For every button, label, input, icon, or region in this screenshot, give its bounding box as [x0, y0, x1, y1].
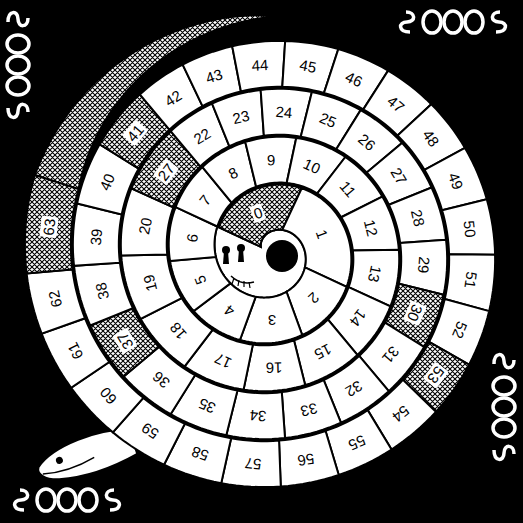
cell-number: 23	[231, 108, 251, 126]
cell-number: 45	[298, 57, 317, 75]
board-cell: 63	[22, 172, 81, 276]
cell-number: 57	[244, 456, 262, 472]
cell-number: 34	[249, 408, 267, 424]
board-cell: 56	[277, 428, 341, 489]
cell-number: 33	[299, 401, 319, 419]
cell-number: 62	[46, 289, 64, 308]
cell-number: 9	[266, 153, 275, 168]
cell-number: 63	[39, 215, 58, 237]
cell-number: 51	[463, 271, 480, 290]
cell-number: 20	[136, 217, 154, 236]
cell-number: 13	[366, 264, 384, 283]
cell-number: 29	[416, 256, 432, 274]
cell-number: 19	[140, 273, 159, 293]
corner-ornament	[401, 11, 506, 33]
corner-ornament	[7, 13, 29, 118]
board-cell: 50	[440, 197, 498, 257]
cell-number: 50	[461, 220, 478, 238]
corner-ornament	[15, 489, 120, 511]
cell-number: 12	[362, 218, 381, 238]
cell-number: 24	[275, 104, 293, 120]
cell-number: 39	[88, 228, 104, 246]
cell-number: 56	[297, 451, 316, 469]
board-cell: 44	[230, 38, 288, 94]
corner-ornament	[493, 355, 515, 460]
cell-number: 3	[268, 313, 276, 328]
cell-number: 44	[251, 57, 269, 73]
cell-number: 16	[266, 360, 283, 375]
board-cell: 62	[24, 267, 88, 336]
